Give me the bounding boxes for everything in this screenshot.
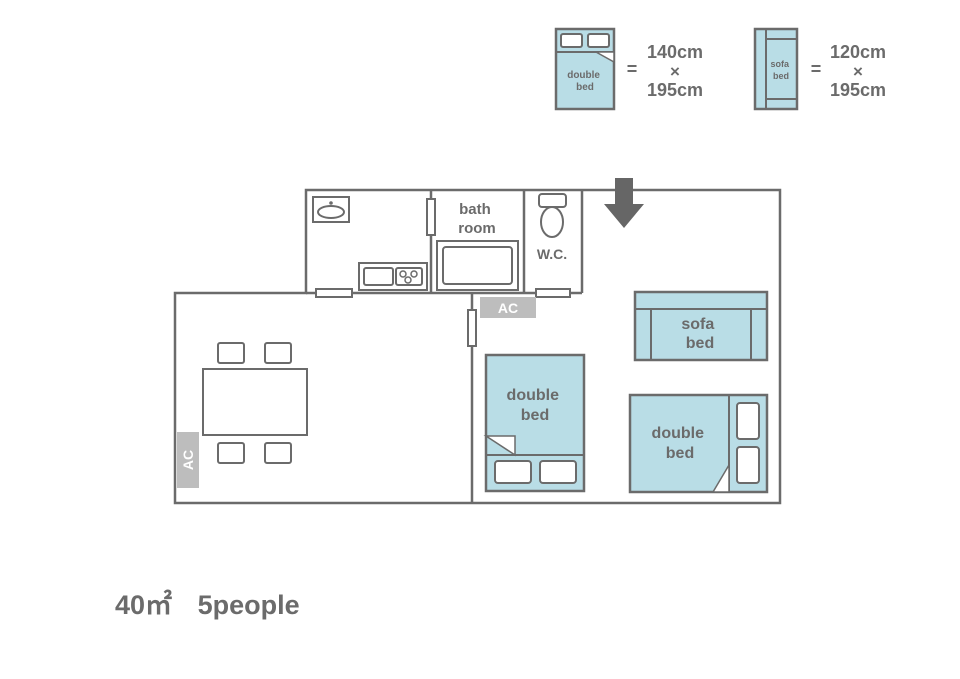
double-bed-2-label-line2: bed: [666, 445, 694, 462]
double-bed-1-label-line2: bed: [521, 407, 549, 424]
bathroom-label: bath room: [458, 201, 496, 237]
chair-icon: [264, 342, 292, 364]
legend-double-width: 140cm: [647, 42, 703, 62]
bathtub-icon: [436, 240, 519, 291]
door-wc: [535, 288, 571, 298]
door-bath: [426, 198, 436, 236]
legend-sofa-bed-label-line2: bed: [773, 71, 789, 81]
legend-double-bed: double bed: [554, 27, 616, 111]
sofa-bed-label-line2: bed: [686, 335, 714, 352]
ac-top-label: AC: [498, 300, 518, 316]
entrance-arrow-icon: [604, 178, 644, 228]
sofa-bed: [633, 290, 769, 362]
double-bed-2-label: double bed: [652, 425, 709, 462]
sofa-bed-label-line1: sofa: [681, 316, 714, 333]
double-bed-1-label: double bed: [507, 387, 564, 424]
double-bed-2: [628, 393, 769, 494]
bathroom-label-line2: room: [458, 220, 496, 237]
legend-double-length: 195cm: [647, 80, 703, 100]
legend-double-bed-label-line2: bed: [576, 82, 594, 93]
chair-icon: [217, 342, 245, 364]
ac-unit-left: AC: [177, 432, 199, 488]
sofa-bed-label: sofa bed: [681, 316, 718, 352]
capacity: 5people: [197, 590, 300, 620]
chair-icon: [264, 442, 292, 464]
double-bed-1-label-line1: double: [507, 387, 560, 404]
legend-sofa-bed: sofa bed: [753, 27, 799, 111]
chair-icon: [217, 442, 245, 464]
legend-double-bed-label: double bed: [567, 70, 603, 93]
door-bedroom: [467, 309, 477, 347]
ac-left-label: AC: [180, 450, 196, 470]
legend-sofa-times: ×: [853, 62, 863, 81]
legend-sofa-equals: =: [811, 59, 822, 79]
kitchen-counter-icon: [358, 262, 428, 291]
legend-sofa-length: 195cm: [830, 80, 886, 100]
double-bed-2-label-line1: double: [652, 425, 705, 442]
footer: 40㎡ 5people: [115, 583, 300, 622]
dining-table: [202, 342, 308, 464]
wc-label: W.C.: [537, 246, 567, 262]
double-bed-1: [483, 353, 586, 493]
legend-sofa-width: 120cm: [830, 42, 886, 62]
legend-double-equals: =: [627, 59, 638, 79]
toilet-icon: [538, 193, 567, 238]
legend-sofa-bed-label-line1: sofa: [770, 59, 790, 69]
legend-double-times: ×: [670, 62, 680, 81]
floor-area: 40㎡: [115, 590, 173, 620]
bathroom-label-line1: bath: [459, 201, 491, 218]
door-kitchen: [315, 288, 353, 298]
ac-unit-top: AC: [480, 297, 536, 318]
legend-double-bed-label-line1: double: [567, 70, 600, 81]
washbasin-icon: [312, 196, 350, 223]
legend-sofa-bed-label: sofa bed: [770, 59, 791, 81]
